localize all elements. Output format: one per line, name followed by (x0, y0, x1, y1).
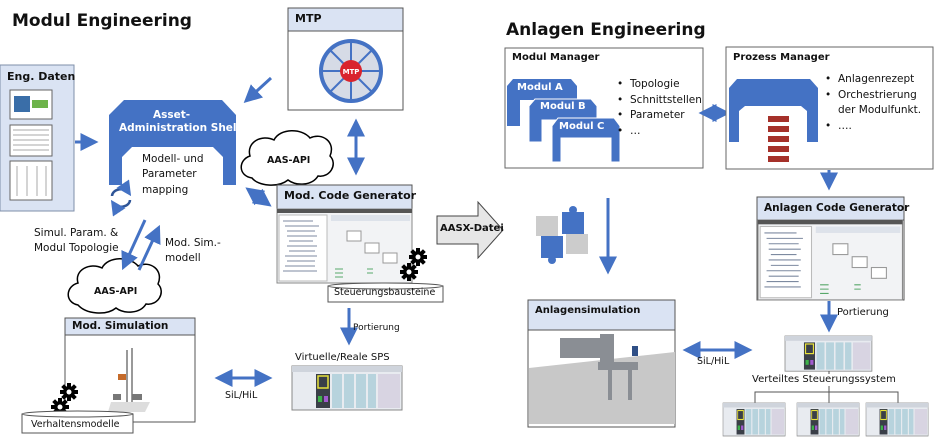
mtp-panel: MTP (287, 7, 404, 111)
bullet-item: … (617, 124, 702, 140)
arrow-sim-to-aas (137, 224, 161, 271)
aasx-datei-label: AASX-Datei (440, 223, 504, 234)
steuerungsbausteine-label: Steuerungsbausteine (334, 287, 436, 298)
mtp-title: MTP (295, 12, 322, 25)
aas-body-line3: mapping (142, 184, 189, 196)
steuerungsbausteine-storage (327, 282, 444, 303)
modul-manager-bullets: Topologie Schnittstellen Parameter … (617, 77, 702, 139)
sil-hil-label-left: SiL/HiL (225, 390, 258, 401)
anlagen-engineering-title: Anlagen Engineering (506, 20, 706, 40)
modul-engineering-title: Modul Engineering (12, 11, 192, 31)
aas-api-cloud-bottom (67, 258, 162, 314)
gear-icon (400, 263, 418, 281)
gear-icon (60, 383, 78, 401)
prozess-manager-bullets: Anlagenrezept Orchestrierung der Modulfu… (825, 72, 925, 134)
bullet-item: Schnittstellen (617, 93, 702, 109)
eng-daten-panel (0, 64, 75, 212)
eng-daten-title: Eng. Daten (7, 70, 76, 83)
simul-param-label-line2: Modul Topologie (34, 242, 119, 254)
prozess-manager-title: Prozess Manager (733, 52, 830, 63)
virtuelle-reale-sps-label: Virtuelle/Reale SPS (295, 352, 390, 363)
arrow-aas-to-sim (121, 219, 147, 271)
verhaltensmodelle-storage (21, 410, 134, 434)
dcs-main-plc-image (784, 335, 873, 372)
sim-model-label-line1: Mod. Sim.- (165, 237, 221, 249)
anlagensimulation-title: Anlagensimulation (535, 305, 641, 316)
aas-shell-shape (109, 100, 236, 185)
aas-api-label-top: AAS-API (267, 155, 311, 166)
modul-b-label: Modul B (540, 101, 586, 112)
verteiltes-steuerungssystem-label: Verteiltes Steuerungssystem (752, 374, 896, 386)
anlagen-code-generator-panel (756, 196, 905, 301)
puzzle-icon (536, 206, 588, 264)
aas-body-line1: Modell- und (142, 153, 204, 165)
bullet-item: Topologie (617, 77, 702, 93)
anlagen-code-generator-title: Anlagen Code Generator (764, 202, 910, 214)
dcs-plc-image (796, 402, 860, 437)
aas-api-cloud-top (240, 130, 334, 186)
bullet-item: Anlagenrezept (825, 72, 925, 88)
virtual-plc-image (291, 365, 403, 411)
mod-code-generator-title: Mod. Code Generator (284, 189, 417, 202)
mod-simulation-panel (64, 317, 196, 423)
aas-api-label-bottom: AAS-API (94, 286, 138, 297)
dcs-plc-image (722, 402, 786, 437)
mod-simulation-title: Mod. Simulation (72, 320, 169, 332)
modul-c-label: Modul C (559, 121, 605, 132)
portierung-label-right: Portierung (837, 307, 889, 318)
dcs-plc-image (865, 402, 929, 437)
sim-model-label-line2: modell (165, 252, 201, 264)
sil-hil-label-right: SiL/HiL (697, 356, 730, 367)
verhaltensmodelle-label: Verhaltensmodelle (31, 419, 120, 430)
aas-title-line1: Asset- (153, 109, 191, 121)
gear-icon (409, 248, 427, 266)
simul-param-label-line1: Simul. Param. & (34, 227, 119, 239)
arrow-aas-codegen (245, 187, 272, 207)
aas-body-line2: Parameter (142, 168, 197, 180)
arrow-mtp-to-aas (243, 76, 273, 104)
portierung-label-left: Portierung (353, 323, 400, 333)
anlagensimulation-panel (527, 299, 676, 428)
bullet-item: Orchestrierung der Modulfunkt. (825, 88, 925, 119)
bullet-item: …. (825, 119, 925, 135)
svg-text:MTP: MTP (343, 68, 360, 76)
modul-a-label: Modul A (517, 82, 563, 93)
mod-code-generator-panel (276, 184, 413, 284)
aasx-transfer-arrow (436, 200, 504, 260)
aas-title-line2: Administration Shell (119, 122, 241, 134)
bullet-item: Parameter (617, 108, 702, 124)
mapping-cycle-icon (110, 179, 132, 217)
modul-manager-title: Modul Manager (512, 52, 600, 63)
